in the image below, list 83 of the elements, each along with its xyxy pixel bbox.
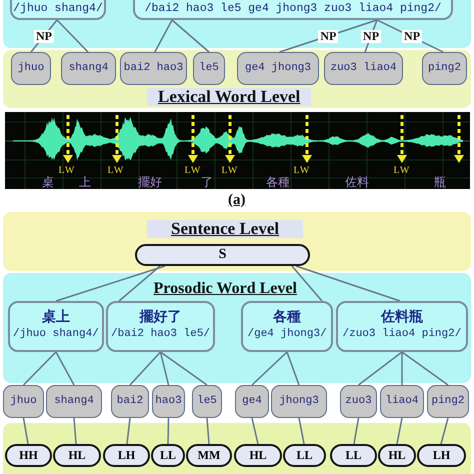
syllable-box: hao3 [152,385,185,418]
level-band [3,0,471,48]
tone-pill: HL [53,444,101,467]
tone-pill: MM [186,444,232,467]
connector-line [353,418,360,444]
connector-line [296,265,400,302]
connector-line [396,418,403,444]
connector-line [154,20,173,52]
pinyin-text: /jhuo shang4/ [13,328,99,340]
hanzi-text: 桌上 [42,308,70,326]
edge-label: NP [318,30,338,42]
word-box: le5 [193,52,225,85]
syllable-box: le5 [192,385,222,418]
prosodic-word-box [8,301,104,352]
connector-line [358,351,402,386]
connector-line [167,418,170,444]
connector-line [22,351,57,386]
syllable-box: shang4 [46,385,102,418]
prosodic-word-box [241,301,333,352]
syllable-box: zuo3 [340,385,377,418]
edge-label: NP [361,30,382,42]
panel-label: (a) [228,192,246,208]
level-band [3,50,471,108]
word-box: zuo3 liao4 [324,52,403,85]
connector-line [291,266,323,302]
connector-line [286,352,300,386]
syllable-box: jhuo [3,385,44,418]
prosodic-word-box [106,301,215,352]
connector-line [56,265,166,302]
connector-line [251,418,259,444]
connector-line [251,351,288,386]
connector-line [160,351,208,386]
level-title: Prosodic Word Level [154,280,297,298]
syllable-box: liao4 [380,385,424,418]
tone-pill: LL [330,444,377,467]
hanzi-text: 擺好了 [140,308,182,326]
connector-line [126,418,131,444]
connector-line [279,19,378,53]
connector-line [160,352,170,386]
tone-pill: LH [417,444,466,467]
connector-line [440,418,449,444]
connector-line [206,418,210,444]
sentence-node: S [135,244,310,266]
pinyin-text: /zuo3 liao4 ping2/ [342,328,462,340]
connector-line [401,352,403,385]
syllable-box: bai2 [111,385,149,418]
word-box: ge4 jhong3 [237,52,319,85]
tone-pill: HL [234,444,282,467]
connector-line [55,352,75,386]
tone-pill: LH [103,444,150,467]
connector-line [172,19,210,53]
connector-line [298,418,305,444]
hanzi-text: 佐料瓶 [381,308,423,326]
connector-line [56,19,88,53]
tone-pill: HH [5,444,52,467]
phrase-box: /jhuo shang4/ [10,0,106,20]
level-band [3,423,471,474]
level-band [3,212,471,271]
syllable-box: ge4 [235,385,269,418]
connector-line [118,265,161,302]
hanzi-text: 各種 [273,308,301,326]
edge-label: NP [34,30,54,42]
word-box: jhuo [11,52,51,85]
tone-pill: HL [378,444,416,467]
phrase-box: /bai2 hao3 le5 ge4 jhong3 zuo3 liao4 ping2/ [133,0,453,20]
syllable-box: jhong3 [271,385,327,418]
tone-pill: LL [151,444,185,467]
connector-line [129,352,162,386]
word-box: ping2 [422,52,467,85]
level-title: Sentence Level [147,220,304,238]
pinyin-text: /ge4 jhong3/ [248,328,327,340]
prosodic-word-box [336,301,468,352]
level-band [3,273,471,383]
connector-line [73,418,77,444]
connector-line [22,418,29,444]
connector-line [402,351,448,386]
tone-pill: LL [283,444,326,467]
syllable-box: ping2 [427,385,469,418]
word-box: bai2 hao3 [120,52,187,85]
level-title: Lexical Word Level [147,88,312,106]
pinyin-text: /bai2 hao3 le5/ [111,328,210,340]
word-box: shang4 [61,52,116,85]
edge-label: NP [402,30,422,44]
